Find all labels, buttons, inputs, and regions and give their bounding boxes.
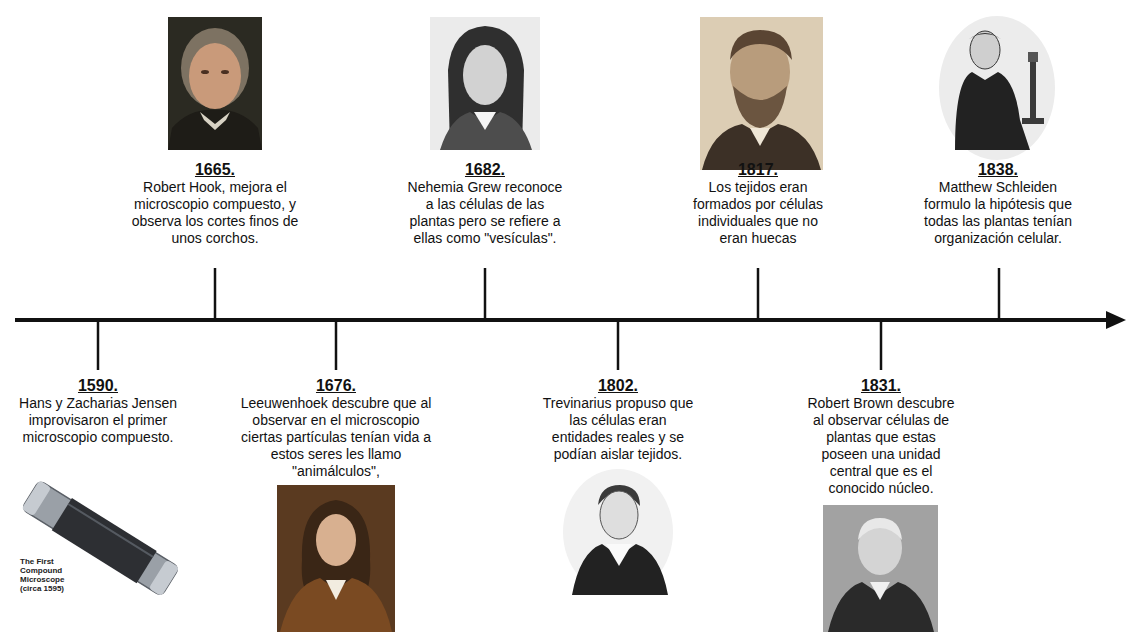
- year-label: 1682.: [406, 160, 564, 179]
- event-description: Nehemia Grew reconoce a las células de l…: [406, 179, 564, 247]
- event-description: Hans y Zacharias Jensen improvisaron el …: [13, 395, 183, 446]
- timeline-axis: [15, 318, 1110, 322]
- timeline-entry: 1817.Los tejidos eran formados por célul…: [683, 160, 833, 247]
- image-caption: The First Compound Microscope (circa 159…: [20, 557, 76, 593]
- timeline-entry: 1831.Robert Brown descubre al observar c…: [803, 376, 959, 497]
- timeline-entry: 1802.Trevinarius propuso que las células…: [539, 376, 697, 463]
- year-label: 1831.: [803, 376, 959, 395]
- year-label: 1838.: [914, 160, 1082, 179]
- event-description: Leeuwenhoek descubre que al observar en …: [236, 395, 436, 480]
- event-description: Matthew Schleiden formulo la hipótesis q…: [914, 179, 1082, 247]
- timeline-entry: 1590.Hans y Zacharias Jensen improvisaro…: [13, 376, 183, 446]
- event-description: Robert Hook, mejora el microscopio compu…: [131, 179, 299, 247]
- microscope-illustration: [20, 478, 180, 598]
- tick-marks: [98, 268, 999, 370]
- year-label: 1817.: [683, 160, 833, 179]
- year-label: 1665.: [131, 160, 299, 179]
- portrait-leeuwenhoek: [277, 485, 395, 632]
- timeline-entry: 1665.Robert Hook, mejora el microscopio …: [131, 160, 299, 247]
- timeline-entry: 1682.Nehemia Grew reconoce a las células…: [406, 160, 564, 247]
- portrait-schleiden: [939, 16, 1055, 160]
- axis-arrowhead: [1106, 311, 1126, 329]
- portrait-grew: [430, 17, 540, 150]
- portrait-brown: [823, 505, 938, 632]
- event-description: Los tejidos eran formados por células in…: [683, 179, 833, 247]
- portrait-hooke: [168, 17, 262, 150]
- year-label: 1676.: [236, 376, 436, 395]
- timeline-entry: 1676.Leeuwenhoek descubre que al observa…: [236, 376, 436, 480]
- year-label: 1802.: [539, 376, 697, 395]
- portrait-1817: [700, 17, 823, 170]
- event-description: Robert Brown descubre al observar célula…: [803, 395, 959, 497]
- event-description: Trevinarius propuso que las células eran…: [539, 395, 697, 463]
- timeline-entry: 1838.Matthew Schleiden formulo la hipóte…: [914, 160, 1082, 247]
- portrait-treviranus: [563, 469, 673, 595]
- year-label: 1590.: [13, 376, 183, 395]
